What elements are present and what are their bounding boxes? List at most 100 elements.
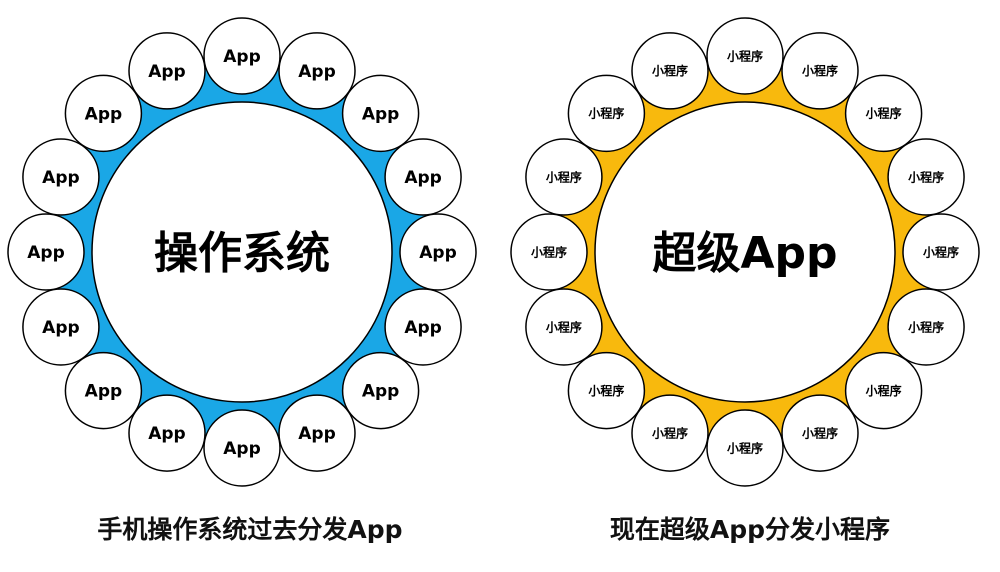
super-app-diagram-node: 小程序 <box>631 32 709 110</box>
super-app-diagram-node: 小程序 <box>510 213 588 291</box>
os-diagram-node-circle <box>278 32 356 110</box>
super-app-diagram-node-label: 小程序 <box>866 383 902 398</box>
super-app-diagram-node-circle <box>781 394 859 472</box>
super-app-diagram-node: 小程序 <box>706 409 784 487</box>
os-diagram-node-label: App <box>85 105 123 125</box>
super-app-diagram-caption: 现在超级App分发小程序 <box>609 515 891 544</box>
super-app-diagram-node-label: 小程序 <box>546 319 582 334</box>
os-diagram-node: App <box>341 74 420 153</box>
super-app-diagram-node-circle <box>631 394 709 472</box>
super-app-diagram-node-circle <box>510 213 588 291</box>
super-app-diagram-node-circle <box>902 213 980 291</box>
os-diagram-node: App <box>128 32 206 110</box>
super-app-diagram-node-label: 小程序 <box>866 106 902 121</box>
super-app-diagram-node: 小程序 <box>781 394 859 472</box>
super-app-diagram-node-circle <box>706 409 784 487</box>
super-app-diagram-node: 小程序 <box>887 138 965 216</box>
os-diagram-node-circle <box>203 409 281 487</box>
super-app-diagram-node-label: 小程序 <box>802 63 838 78</box>
os-diagram-node-label: App <box>42 168 80 188</box>
os-diagram-center-circle <box>91 101 393 403</box>
super-app-diagram-node: 小程序 <box>525 138 603 216</box>
super-app-diagram-center-label: 超级App <box>652 228 837 279</box>
super-app-diagram-node-circle <box>567 74 646 153</box>
super-app-diagram-node-label: 小程序 <box>727 48 763 63</box>
os-diagram-node: App <box>341 351 420 430</box>
os-diagram-node: App <box>278 394 356 472</box>
os-diagram-node: App <box>384 138 462 216</box>
os-diagram-node-label: App <box>404 318 442 338</box>
super-app-diagram-node-circle <box>631 32 709 110</box>
super-app-diagram-node-label: 小程序 <box>652 425 688 440</box>
os-diagram-node-label: App <box>27 243 65 263</box>
super-app-diagram-center-circle <box>594 101 896 403</box>
os-diagram-caption: 手机操作系统过去分发App <box>97 515 403 544</box>
os-diagram-node-circle <box>384 138 462 216</box>
os-diagram-node-label: App <box>148 424 186 444</box>
super-app-diagram-node-label: 小程序 <box>923 244 959 259</box>
os-diagram-node-circle <box>341 351 420 430</box>
super-app-diagram-node-label: 小程序 <box>652 63 688 78</box>
os-diagram-node-circle <box>64 74 143 153</box>
super-app-diagram-node-circle <box>844 74 923 153</box>
os-diagram-node-circle <box>7 213 85 291</box>
super-app-diagram-node-label: 小程序 <box>531 244 567 259</box>
super-app-diagram-node-label: 小程序 <box>908 319 944 334</box>
super-app-diagram-node: 小程序 <box>844 74 923 153</box>
super-app-diagram-node-circle <box>525 138 603 216</box>
super-app-diagram-node: 小程序 <box>567 74 646 153</box>
os-diagram-node: App <box>22 288 100 366</box>
os-diagram-node: App <box>399 213 477 291</box>
os-diagram-node-circle <box>128 394 206 472</box>
super-app-diagram-node-label: 小程序 <box>588 383 624 398</box>
os-diagram-node-label: App <box>148 62 186 82</box>
super-app-diagram-node: 小程序 <box>902 213 980 291</box>
os-diagram-node-circle <box>203 17 281 95</box>
os-diagram-node-label: App <box>419 243 457 263</box>
super-app-diagram-node-label: 小程序 <box>588 106 624 121</box>
super-app-mini-program-diagram: 超级App小程序小程序小程序小程序小程序小程序小程序小程序小程序小程序小程序小程… <box>510 17 980 487</box>
os-diagram-node: App <box>203 17 281 95</box>
os-diagram-node-label: App <box>404 168 442 188</box>
super-app-diagram-node-circle <box>525 288 603 366</box>
super-app-diagram-node-label: 小程序 <box>802 425 838 440</box>
super-app-diagram-node: 小程序 <box>844 351 923 430</box>
super-app-diagram-node: 小程序 <box>567 351 646 430</box>
os-diagram-node: App <box>22 138 100 216</box>
os-diagram-node: App <box>278 32 356 110</box>
super-app-diagram-node: 小程序 <box>525 288 603 366</box>
os-diagram-node-label: App <box>85 382 123 402</box>
os-diagram-node-label: App <box>42 318 80 338</box>
os-diagram-node-label: App <box>223 439 261 459</box>
super-app-diagram-node-circle <box>844 351 923 430</box>
os-diagram-node-circle <box>22 288 100 366</box>
os-diagram-node: App <box>64 74 143 153</box>
os-diagram-node: App <box>203 409 281 487</box>
super-app-diagram-node-circle <box>887 288 965 366</box>
os-diagram-node: App <box>7 213 85 291</box>
os-diagram-node-circle <box>384 288 462 366</box>
os-diagram-node: App <box>128 394 206 472</box>
super-app-diagram-node-circle <box>781 32 859 110</box>
super-app-diagram-node-label: 小程序 <box>727 440 763 455</box>
os-diagram-node-label: App <box>223 47 261 67</box>
os-diagram-node-label: App <box>362 382 400 402</box>
super-app-diagram-node-label: 小程序 <box>908 169 944 184</box>
os-diagram-node-circle <box>341 74 420 153</box>
os-app-distribution-diagram: 操作系统AppAppAppAppAppAppAppAppAppAppAppApp… <box>7 17 477 487</box>
super-app-diagram-node-label: 小程序 <box>546 169 582 184</box>
os-diagram-node-label: App <box>362 105 400 125</box>
os-diagram-node: App <box>384 288 462 366</box>
os-diagram-node-circle <box>22 138 100 216</box>
super-app-diagram-node-circle <box>567 351 646 430</box>
super-app-diagram-node-circle <box>887 138 965 216</box>
os-diagram-node-label: App <box>298 424 336 444</box>
os-diagram-node-circle <box>399 213 477 291</box>
os-diagram-center-label: 操作系统 <box>154 228 330 279</box>
super-app-diagram-node: 小程序 <box>706 17 784 95</box>
os-diagram-node-circle <box>128 32 206 110</box>
os-diagram-node-circle <box>64 351 143 430</box>
os-diagram-node-label: App <box>298 62 336 82</box>
super-app-diagram-node: 小程序 <box>887 288 965 366</box>
